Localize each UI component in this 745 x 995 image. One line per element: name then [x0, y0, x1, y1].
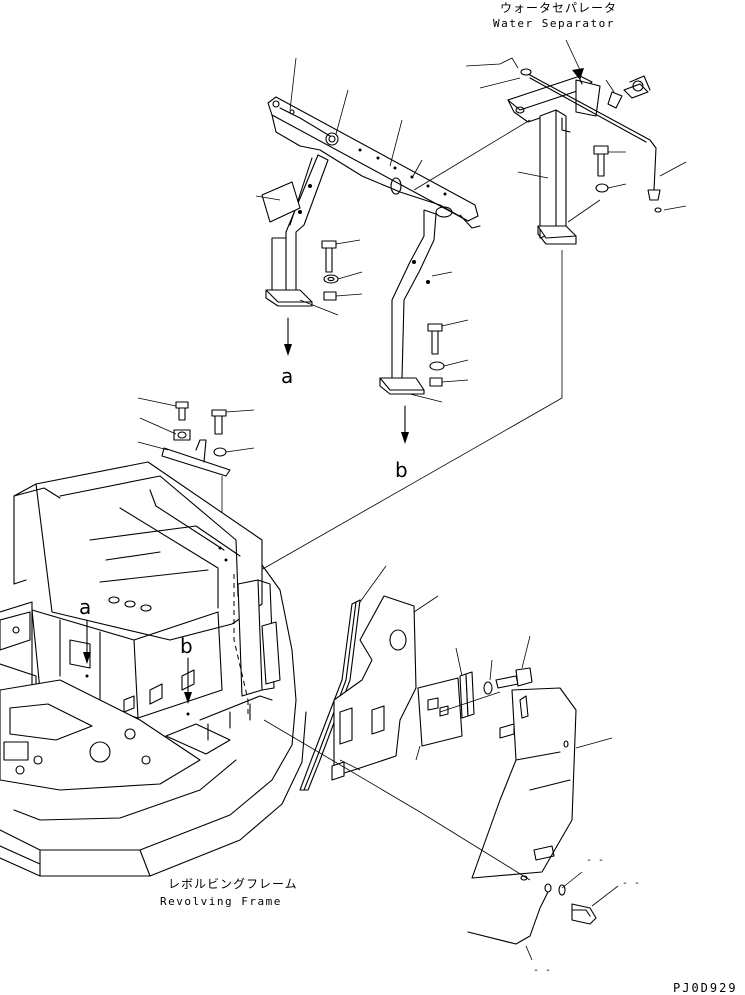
hardware-left-leg [299, 239, 363, 316]
drawing-code-label: PJ0D929 [673, 981, 738, 995]
upper-bracket-assembly [255, 57, 481, 444]
water-separator-en-label: Water Separator [493, 17, 615, 30]
dash-label-2: - - [622, 878, 641, 889]
ref-a-upper-label: a [281, 364, 294, 388]
water-separator-jp-label: ウォータセパレータ [500, 1, 618, 15]
ref-b-upper-label: b [395, 458, 408, 482]
revolving-frame-en-label: Revolving Frame [160, 895, 282, 908]
dash-label-3: - - [533, 965, 552, 976]
water-separator-bracket [253, 39, 687, 575]
dash-label-1: - - [586, 855, 605, 866]
small-bracket-hardware [137, 397, 255, 548]
cover-parts [263, 565, 619, 961]
hardware-right-leg [409, 271, 469, 403]
ref-a-lower-label: a [79, 595, 92, 619]
revolving-frame [0, 461, 307, 877]
ref-b-lower-label: b [180, 634, 193, 658]
revolving-frame-jp-label: レボルビングフレーム [168, 877, 298, 891]
